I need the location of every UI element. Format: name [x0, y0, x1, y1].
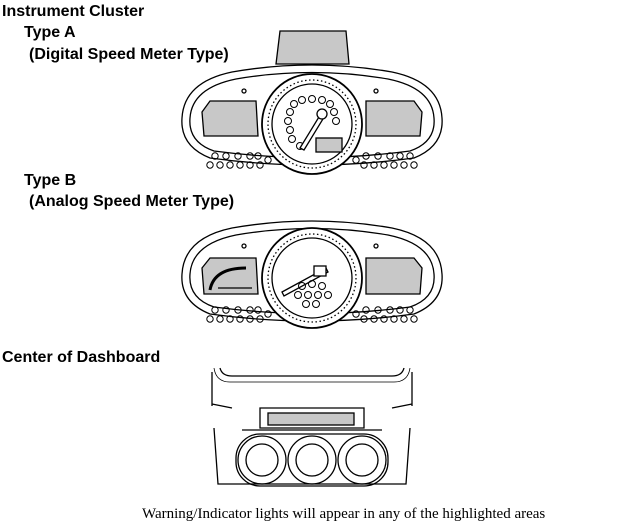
center-dashboard-heading: Center of Dashboard — [2, 349, 161, 366]
center-display-highlight — [267, 412, 355, 426]
warning-caption: Warning/Indicator lights will appear in … — [142, 506, 546, 522]
type-a-left-display-highlight — [201, 100, 259, 137]
center-dashboard-illustration — [211, 367, 413, 487]
type-a-right-display-highlight — [365, 100, 423, 137]
type-a-title: Type A — [24, 24, 76, 41]
type-a-top-highlight — [275, 30, 350, 65]
type-b-title: Type B — [24, 172, 77, 189]
type-a-cluster-illustration — [181, 30, 443, 175]
type-b-cluster-illustration — [181, 220, 443, 329]
type-a-digital-speed-highlight — [315, 137, 343, 153]
type-b-subtitle: (Analog Speed Meter Type) — [29, 193, 235, 210]
type-b-right-display-highlight — [365, 257, 423, 295]
instrument-cluster-heading: Instrument Cluster — [2, 3, 145, 20]
type-a-subtitle: (Digital Speed Meter Type) — [29, 46, 229, 63]
